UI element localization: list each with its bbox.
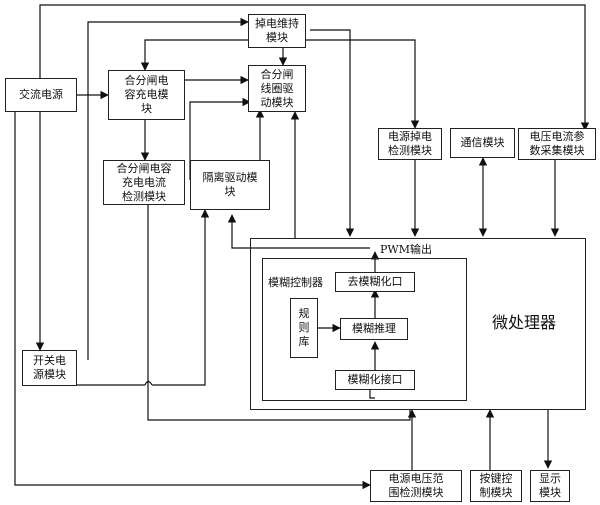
close-cap-charge-block: 合分闸电 容充电模 块 [108,70,185,120]
key-control-block: 按键控 制模块 [470,470,522,502]
cap-current-detect-block: 合分闸电容 充电电流 检测模块 [103,160,185,205]
rule-base-block: 规 则 库 [290,298,318,358]
va-acq-block: 电压电流参 数采集模块 [518,128,596,160]
display-block: 显示 模块 [530,470,570,502]
fuzzy-controller-label: 模糊控制器 [268,276,323,289]
pwm-output-label: PWM输出 [380,243,432,256]
power-hold-block: 掉电维持 模块 [248,14,306,48]
power-fail-detect-block: 电源掉电 检测模块 [378,128,442,160]
fuzzy-reasoning-block: 模糊推理 [340,318,408,340]
ac-power-block: 交流电源 [5,78,77,112]
isolation-drive-block: 隔离驱动模 块 [190,160,270,210]
microprocessor-label: 微处理器 [492,316,556,329]
switch-power-block: 开关电 源模块 [22,350,77,386]
defuzzify-block: 去模糊化口 [335,272,415,292]
voltage-range-detect-block: 电源电压范 围检测模块 [370,470,462,502]
comm-block: 通信模块 [450,128,515,158]
fuzzify-interface-block: 模糊化接口 [335,370,415,390]
coil-drive-block: 合分闸 线圈驱 动模块 [248,65,306,112]
